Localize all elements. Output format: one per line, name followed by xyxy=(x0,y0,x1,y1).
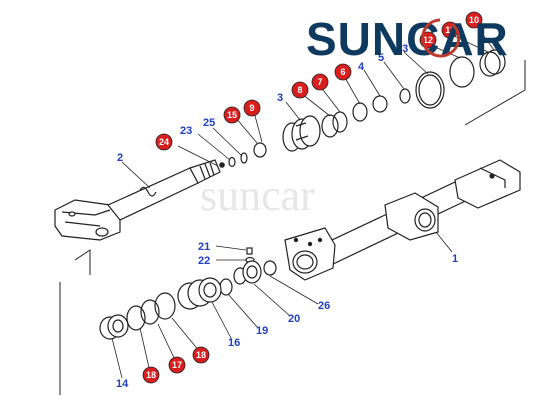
svg-text:7: 7 xyxy=(317,77,322,87)
svg-text:8: 8 xyxy=(297,85,302,95)
svg-text:17: 17 xyxy=(172,360,182,370)
svg-text:9: 9 xyxy=(249,103,254,113)
badge-6: 6 xyxy=(334,63,352,81)
svg-text:24: 24 xyxy=(159,137,169,147)
suncar-logo: SUNCAR xyxy=(306,13,509,65)
svg-text:11: 11 xyxy=(445,25,455,35)
label-19: 19 xyxy=(256,325,268,337)
badge-7: 7 xyxy=(311,73,329,91)
upper-piston-rings xyxy=(321,49,506,138)
watermark-text: suncar xyxy=(200,171,315,220)
label-4: 4 xyxy=(358,61,365,73)
badge-18-lower: 18 xyxy=(142,366,160,384)
svg-text:12: 12 xyxy=(423,35,433,45)
svg-text:10: 10 xyxy=(469,15,479,25)
logo-text: SUNCAR xyxy=(306,13,509,65)
label-14: 14 xyxy=(116,378,129,390)
label-23: 23 xyxy=(180,125,192,137)
badge-18-upper: 18 xyxy=(192,346,210,364)
label-5: 5 xyxy=(378,52,384,64)
upper-small-rings xyxy=(228,142,267,168)
label-2: 2 xyxy=(117,152,123,164)
badge-15: 15 xyxy=(223,106,241,124)
frame-lines xyxy=(59,60,526,395)
part-labels: 2 23 25 3 4 5 13 1 21 22 26 20 19 16 14 xyxy=(116,43,458,390)
svg-text:6: 6 xyxy=(340,67,345,77)
label-3: 3 xyxy=(277,92,283,104)
red-badges: 24 15 9 8 7 6 12 11 10 18 17 18 xyxy=(142,11,483,384)
badge-17: 17 xyxy=(168,356,186,374)
leader-lines xyxy=(111,23,495,379)
label-13: 13 xyxy=(396,43,408,55)
label-16: 16 xyxy=(228,337,240,349)
piston-rod xyxy=(54,159,225,241)
label-1: 1 xyxy=(452,253,458,265)
label-26: 26 xyxy=(318,300,330,312)
svg-text:18: 18 xyxy=(146,370,156,380)
logo-ring-icon xyxy=(421,18,461,58)
piston xyxy=(282,115,321,152)
svg-text:15: 15 xyxy=(227,110,237,120)
badge-9: 9 xyxy=(243,99,261,117)
cylinder-tube xyxy=(284,159,521,281)
svg-text:18: 18 xyxy=(196,350,206,360)
badge-8: 8 xyxy=(291,81,309,99)
label-22: 22 xyxy=(198,255,210,267)
label-20: 20 xyxy=(288,313,300,325)
badge-10: 10 xyxy=(465,11,483,29)
label-25: 25 xyxy=(203,117,215,129)
badge-24: 24 xyxy=(155,133,173,151)
lower-parts xyxy=(99,247,277,340)
label-21: 21 xyxy=(198,241,210,253)
